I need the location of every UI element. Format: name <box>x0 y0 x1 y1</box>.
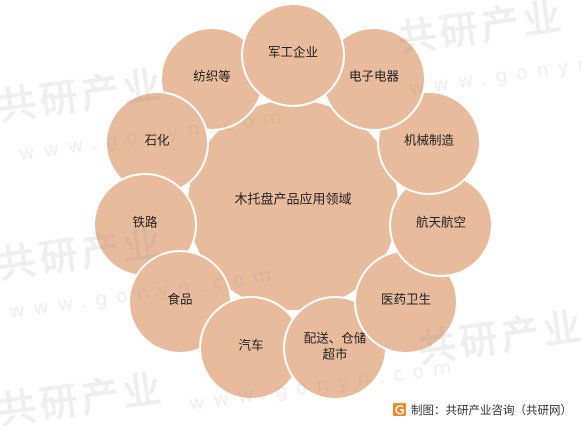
watermark-brand: 共研产业 <box>0 366 168 426</box>
watermark-url: www.gonyn.com <box>408 40 582 100</box>
petal-label: 纺织等 <box>193 69 231 84</box>
credit-text: 制图：共研产业咨询（共研网） <box>411 403 572 417</box>
petal-label: 医药卫生 <box>381 292 431 307</box>
petal-label: 机械制造 <box>404 133 455 148</box>
petal-circle <box>241 3 345 107</box>
petal-label: 电子电器 <box>349 69 400 84</box>
petal-railway: 铁路 <box>93 173 197 277</box>
logo-icon <box>393 403 406 416</box>
petal-label: 军工企业 <box>268 45 318 60</box>
petal-label: 汽车 <box>238 338 263 353</box>
petal-automobile: 汽车 <box>199 296 303 400</box>
footer-credit: 制图：共研产业咨询（共研网） <box>393 403 572 417</box>
petal-medical: 医药卫生 <box>354 250 458 354</box>
petal-label-line-2: 超市 <box>322 347 347 362</box>
watermark-brand: 共研产业 <box>395 0 568 61</box>
petal-label-line-1: 配送、仓储 <box>304 331 367 346</box>
petal-military: 军工企业 <box>241 3 345 107</box>
petal-label: 石化 <box>144 133 170 148</box>
petal-petrochemical: 石化 <box>105 91 209 195</box>
petal-label: 航天航空 <box>416 215 466 230</box>
petal-aerospace: 航天航空 <box>389 173 493 277</box>
center-label: 木托盘产品应用领域 <box>234 192 351 208</box>
petal-label: 铁路 <box>132 215 158 230</box>
petal-electronics: 电子电器 <box>322 27 426 131</box>
petal-label: 食品 <box>167 292 192 307</box>
